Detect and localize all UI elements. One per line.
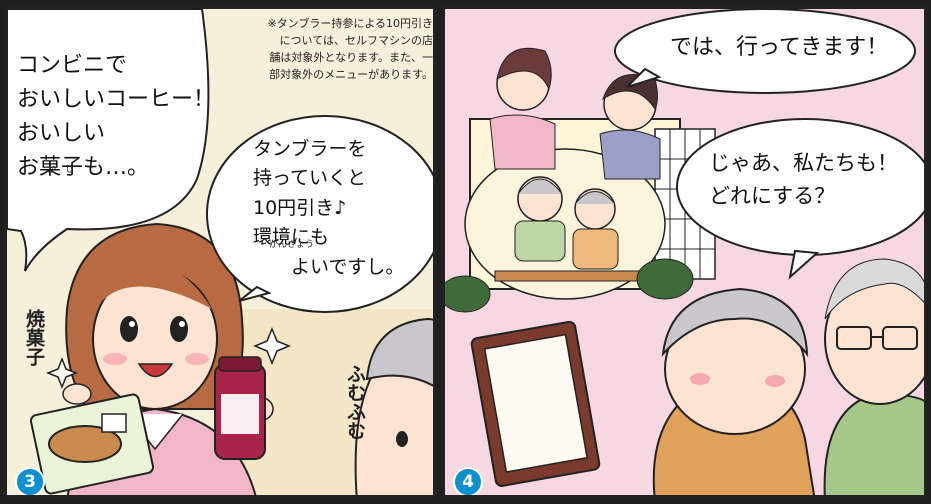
speech-left: コンビニで おいしいコーヒー！ おいしい お菓子も…。 (17, 53, 216, 181)
speech-right: タンブラーを 持っていくと 10円引き♪ 環境にも よいですし。 (253, 138, 405, 278)
label-fumufumu: ふむふむ (344, 364, 366, 440)
cookie-box-drawing (30, 393, 154, 495)
panel-4: では、行ってきます！ じゃあ、私たちも！ どれにする？ 4 (442, 6, 927, 498)
panel-3-illustration (7, 9, 433, 495)
panel-4-illustration (445, 9, 924, 495)
ruby-kashi: か し (47, 165, 75, 175)
speech-middle: じゃあ、私たちも！ どれにする？ (709, 151, 898, 208)
panel-number-3: 3 (15, 467, 45, 495)
disclaimer-note: ※タンブラー持参による10円引き については、セルフマシンの店 舗は対象外となり… (267, 17, 433, 82)
menu-board-drawing (470, 320, 601, 487)
panel-3: ※タンブラー持参による10円引き については、セルフマシンの店 舗は対象外となり… (4, 6, 436, 498)
panel-number-4: 4 (453, 467, 483, 495)
speech-top: では、行ってきます！ (670, 35, 889, 60)
ruby-kankyou: かんきょう (269, 240, 315, 250)
label-yakigashi: 焼菓子 (23, 309, 45, 366)
